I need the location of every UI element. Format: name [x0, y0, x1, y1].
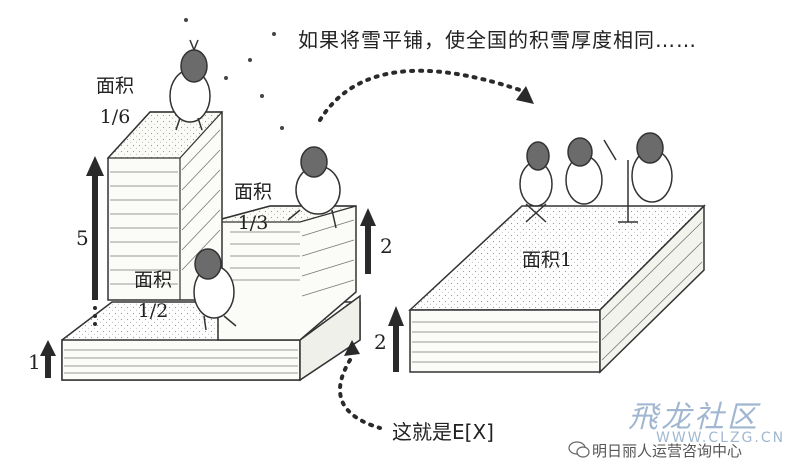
creature-trio — [519, 132, 673, 223]
creature-top — [169, 39, 211, 131]
area-label-right: 面积1 — [522, 249, 573, 271]
flow-arrow-bottom — [338, 358, 382, 430]
area-label-bottom: 面积 1/2 — [134, 270, 172, 322]
height-label-5: 5 — [76, 226, 89, 250]
flow-arrow-top-head — [516, 86, 534, 104]
expectation-label: 这就是E[X] — [392, 420, 494, 444]
flow-arrow-bottom-head — [344, 340, 360, 356]
height-arrow-2-left — [360, 208, 376, 274]
height-arrow-5 — [86, 156, 104, 326]
height-arrow-1 — [40, 340, 56, 378]
area-label-bottom-text: 面积 — [134, 269, 173, 291]
height-arrow-2-right — [388, 306, 404, 372]
area-label-bottom-value: 1/2 — [137, 299, 169, 322]
flow-arrow-top — [318, 68, 522, 122]
area-label-top-text: 面积 — [96, 75, 135, 97]
wechat-icon — [568, 441, 590, 458]
area-label-middle-value: 1/3 — [237, 211, 269, 234]
area-label-top: 面积 1/6 — [96, 76, 134, 128]
area-label-middle-text: 面积 — [234, 181, 273, 203]
caption: 如果将雪平铺，使全国的积雪厚度相同…… — [298, 28, 697, 52]
left-snow-stack — [61, 111, 361, 382]
creature-bottom — [193, 248, 237, 331]
height-label-1: 1 — [28, 350, 41, 374]
area-label-middle: 面积 1/3 — [234, 182, 272, 234]
watermark-logo: 飛龙社区 — [628, 400, 760, 435]
watermark-url: WWW.CLZG.CN — [656, 430, 786, 446]
area-label-top-value: 1/6 — [99, 105, 131, 128]
snow-dots — [184, 18, 284, 130]
right-snow-block — [408, 204, 706, 374]
creature-middle — [287, 146, 341, 229]
height-label-2-left: 2 — [380, 234, 393, 258]
height-label-2-right: 2 — [374, 330, 387, 354]
brand-name: 明日丽人运营咨询中心 — [592, 442, 743, 460]
